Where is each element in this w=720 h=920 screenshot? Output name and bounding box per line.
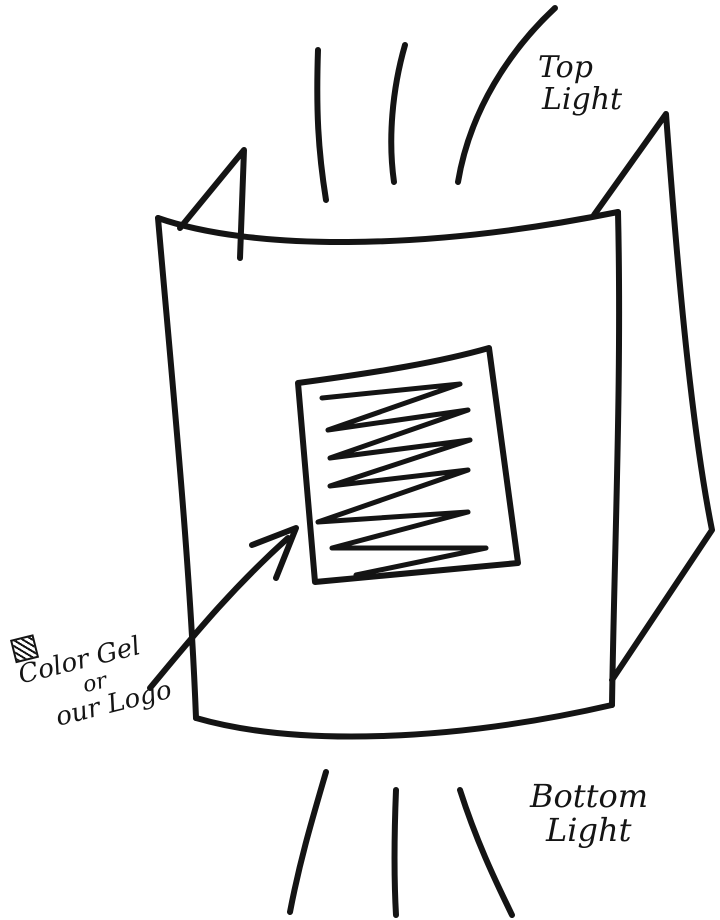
bottom-ray-right bbox=[460, 790, 512, 915]
bottom-light-rays bbox=[290, 772, 512, 915]
front-panel-top-edge bbox=[158, 212, 618, 242]
arrow-icon bbox=[150, 528, 296, 688]
top-light-rays bbox=[317, 8, 555, 200]
arrow-shaft bbox=[150, 538, 288, 688]
bottom-ray-left bbox=[290, 772, 326, 912]
front-panel-right-edge bbox=[612, 212, 619, 705]
bottom-light-label-line2: Light bbox=[546, 814, 648, 848]
top-ray-left bbox=[317, 50, 326, 200]
top-light-label-line1: Top bbox=[538, 52, 622, 84]
top-ray-middle bbox=[391, 45, 405, 182]
bottom-light-label: Bottom Light bbox=[530, 780, 648, 847]
left-fold-panel bbox=[180, 150, 244, 258]
bottom-ray-middle bbox=[395, 790, 397, 915]
bottom-light-label-line1: Bottom bbox=[530, 780, 648, 814]
logo-scribble bbox=[318, 384, 486, 575]
top-light-label: Top Light bbox=[538, 52, 622, 115]
front-panel-bottom-edge bbox=[196, 705, 612, 737]
top-light-label-line2: Light bbox=[542, 84, 622, 116]
